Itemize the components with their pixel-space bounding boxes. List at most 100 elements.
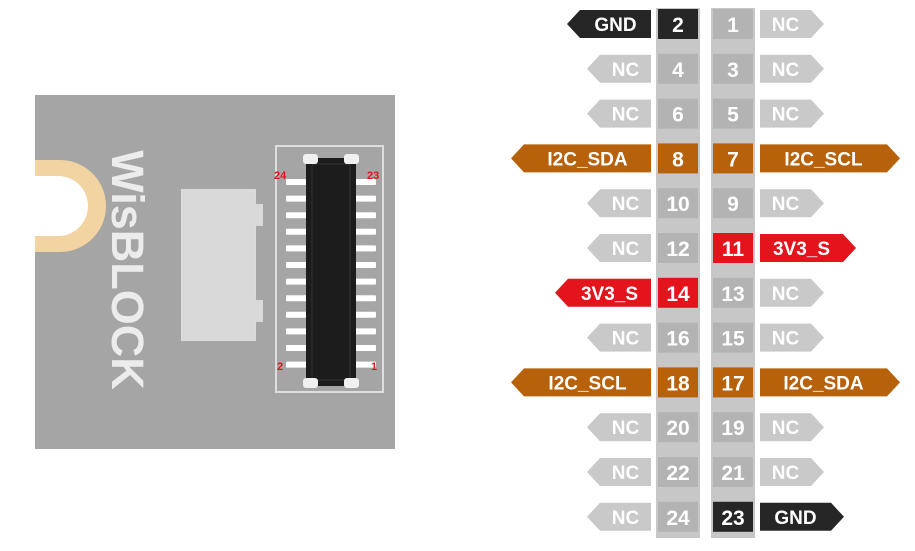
pin-number-box bbox=[713, 367, 753, 398]
signal-label: NC bbox=[772, 329, 800, 350]
signal-label: NC bbox=[772, 418, 800, 439]
pin-number-box bbox=[658, 188, 698, 219]
even-pin-column bbox=[656, 8, 700, 538]
pin-number: 4 bbox=[672, 59, 684, 82]
board-illustration: WisBLOCK 24 23 2 1 bbox=[35, 95, 395, 449]
signal-label: NC bbox=[612, 239, 640, 260]
mounting-hole-cutout bbox=[35, 176, 88, 236]
pin-number: 5 bbox=[727, 104, 739, 127]
signal-label: I2C_SCL bbox=[548, 373, 627, 394]
signal-tag-nc bbox=[587, 502, 651, 531]
signal-tag-nc bbox=[760, 458, 824, 486]
pin-number: 23 bbox=[721, 507, 744, 530]
signal-tag-nc bbox=[760, 278, 824, 307]
pin-number-box bbox=[713, 457, 753, 487]
pin-row: 18 17 I2C_SCL I2C_SDA bbox=[511, 367, 900, 398]
signal-label: GND bbox=[594, 15, 636, 36]
pin-number: 2 bbox=[672, 14, 684, 37]
pin-number-box bbox=[713, 53, 753, 84]
signal-label: NC bbox=[612, 60, 640, 81]
signal-label: NC bbox=[612, 105, 640, 126]
pin-number-box bbox=[658, 53, 698, 84]
pin-number: 16 bbox=[666, 328, 689, 351]
pin-number-box bbox=[658, 98, 698, 129]
pin-number-box bbox=[658, 277, 698, 308]
signal-tag-i2c bbox=[511, 368, 651, 397]
connector-cap-top-left bbox=[303, 154, 318, 164]
corner-label-bottom-left: 2 bbox=[277, 361, 283, 373]
pin-number-box bbox=[658, 501, 698, 532]
connector-body bbox=[306, 158, 356, 386]
pin-number: 8 bbox=[672, 148, 684, 171]
silkscreen-tab-top bbox=[255, 204, 263, 226]
signal-tag-nc bbox=[760, 413, 824, 442]
pin-number-box bbox=[713, 277, 753, 308]
signal-tag-nc bbox=[760, 54, 824, 83]
pin-number: 6 bbox=[672, 104, 684, 127]
pin-number-box bbox=[713, 188, 753, 219]
signal-label: NC bbox=[612, 329, 640, 350]
pin-number: 11 bbox=[722, 238, 745, 261]
signal-tag-i2c bbox=[760, 368, 900, 397]
pin-number: 20 bbox=[666, 417, 689, 440]
connector-cap-bottom-left bbox=[303, 378, 318, 388]
pin-number-box bbox=[658, 9, 698, 39]
pin-number-box bbox=[658, 322, 698, 353]
signal-tag-nc bbox=[760, 189, 824, 218]
signal-label: NC bbox=[772, 284, 800, 305]
signal-tag-nc bbox=[760, 323, 824, 352]
signal-label: I2C_SDA bbox=[547, 149, 628, 170]
pin-number-box bbox=[658, 412, 698, 443]
pin-number: 19 bbox=[721, 417, 744, 440]
signal-tag-nc bbox=[587, 189, 651, 218]
signal-label: I2C_SDA bbox=[783, 373, 864, 394]
signal-label: I2C_SCL bbox=[784, 149, 863, 170]
signal-tag-i2c bbox=[511, 144, 651, 173]
pin-number: 22 bbox=[666, 462, 689, 485]
pin-number-box bbox=[713, 143, 753, 174]
signal-label: NC bbox=[772, 105, 800, 126]
pin-number-box bbox=[713, 233, 753, 263]
signal-tag-power bbox=[555, 278, 651, 307]
connector-cap-bottom-right bbox=[344, 378, 359, 388]
pin-number: 17 bbox=[721, 372, 744, 395]
signal-tag-nc bbox=[587, 458, 651, 486]
brand-label: WisBLOCK bbox=[102, 150, 153, 390]
signal-label: 3V3_S bbox=[773, 239, 830, 260]
pin-row: 6 5 NC NC bbox=[587, 98, 824, 129]
pin-number: 1 bbox=[727, 14, 739, 37]
pin-number: 3 bbox=[727, 59, 739, 82]
signal-label: GND bbox=[774, 508, 816, 529]
pin-number-box bbox=[658, 457, 698, 487]
corner-label-bottom-right: 1 bbox=[371, 361, 377, 373]
pin-row: 20 19 NC NC bbox=[587, 412, 824, 443]
signal-tag-i2c bbox=[760, 144, 900, 173]
pin-number: 21 bbox=[721, 462, 745, 485]
signal-label: NC bbox=[612, 194, 640, 215]
signal-tag-nc bbox=[587, 413, 651, 442]
pin-number-box bbox=[658, 143, 698, 174]
signal-tag-gnd bbox=[760, 502, 844, 531]
silkscreen-pad bbox=[182, 190, 255, 340]
pin-number: 18 bbox=[666, 372, 690, 395]
connector-outline bbox=[275, 145, 384, 393]
pin-number-box bbox=[713, 322, 753, 353]
pin-number: 13 bbox=[721, 283, 744, 306]
signal-tag-nc bbox=[587, 99, 651, 128]
signal-tag-nc bbox=[587, 323, 651, 352]
pin-number-box bbox=[713, 412, 753, 443]
signal-label: NC bbox=[612, 418, 640, 439]
signal-label: NC bbox=[772, 194, 800, 215]
signal-tag-nc bbox=[587, 54, 651, 83]
